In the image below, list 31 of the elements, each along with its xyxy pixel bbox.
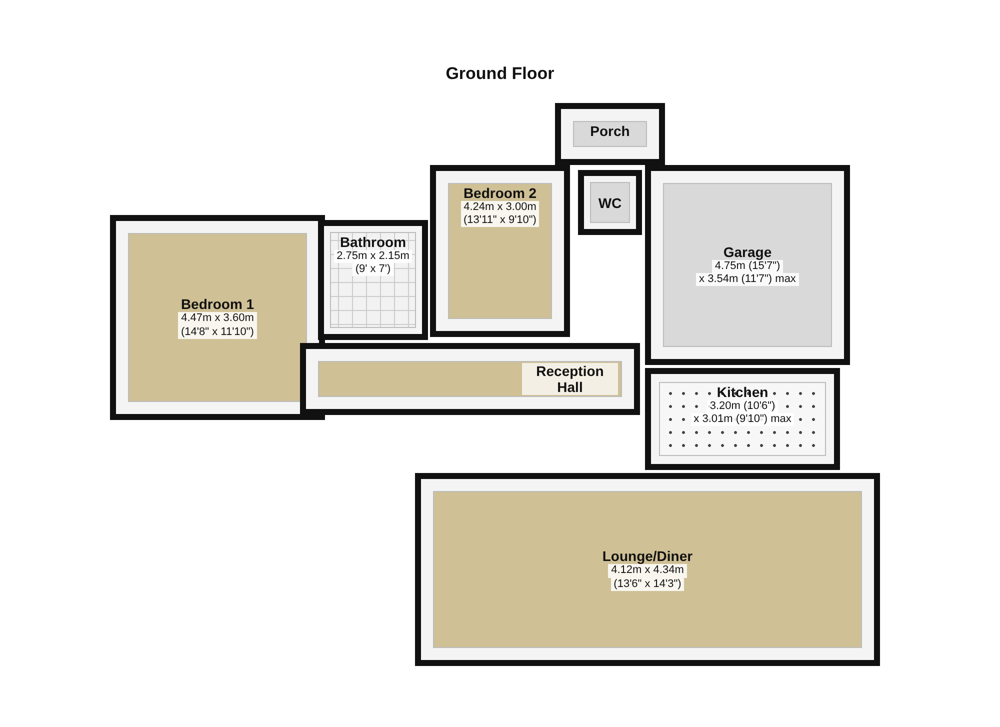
room-dimensions: 4.75m (15'7"): [712, 260, 784, 273]
room-name: Garage: [722, 244, 773, 260]
room-floor: [318, 220, 428, 340]
room-floor: [645, 368, 840, 470]
room-floor: [110, 215, 325, 420]
floor-title: Ground Floor: [444, 64, 556, 84]
room-dimensions: 4.24m x 3.00m: [460, 201, 540, 214]
room-name: Bedroom 2: [462, 185, 538, 201]
room-dimensions: (13'11" x 9'10"): [460, 214, 540, 228]
room-name: Reception Hall: [522, 363, 618, 395]
room-floor: [300, 343, 640, 415]
room-floor: [555, 103, 665, 165]
room-name: Porch: [589, 123, 631, 139]
room-floor: [415, 473, 880, 666]
room-floor: [578, 170, 642, 235]
room-dimensions: 4.47m x 3.60m: [178, 312, 257, 326]
room-dimensions: x 3.01m (9'10") max: [690, 413, 794, 426]
room-dimensions: x 3.54m (11'7") max: [696, 273, 799, 286]
room-floor: [430, 165, 570, 337]
room-floor: [645, 165, 850, 365]
room-dimensions: 3.20m (10'6"): [706, 400, 778, 414]
room-dimensions: (14'8" x 11'10"): [178, 326, 257, 339]
room-name: Kitchen: [716, 384, 770, 400]
room-name: WC: [597, 194, 623, 210]
room-dimensions: 2.75m x 2.15m: [334, 250, 412, 264]
room-name: Bedroom 1: [180, 296, 256, 312]
room-name: Lounge/Diner: [601, 548, 694, 564]
room-dimensions: (9' x 7'): [352, 263, 394, 276]
room-name: Bathroom: [338, 234, 408, 250]
room-dimensions: (13'6" x 14'3"): [610, 578, 684, 591]
room-dimensions: 4.12m x 4.34m: [608, 564, 687, 578]
